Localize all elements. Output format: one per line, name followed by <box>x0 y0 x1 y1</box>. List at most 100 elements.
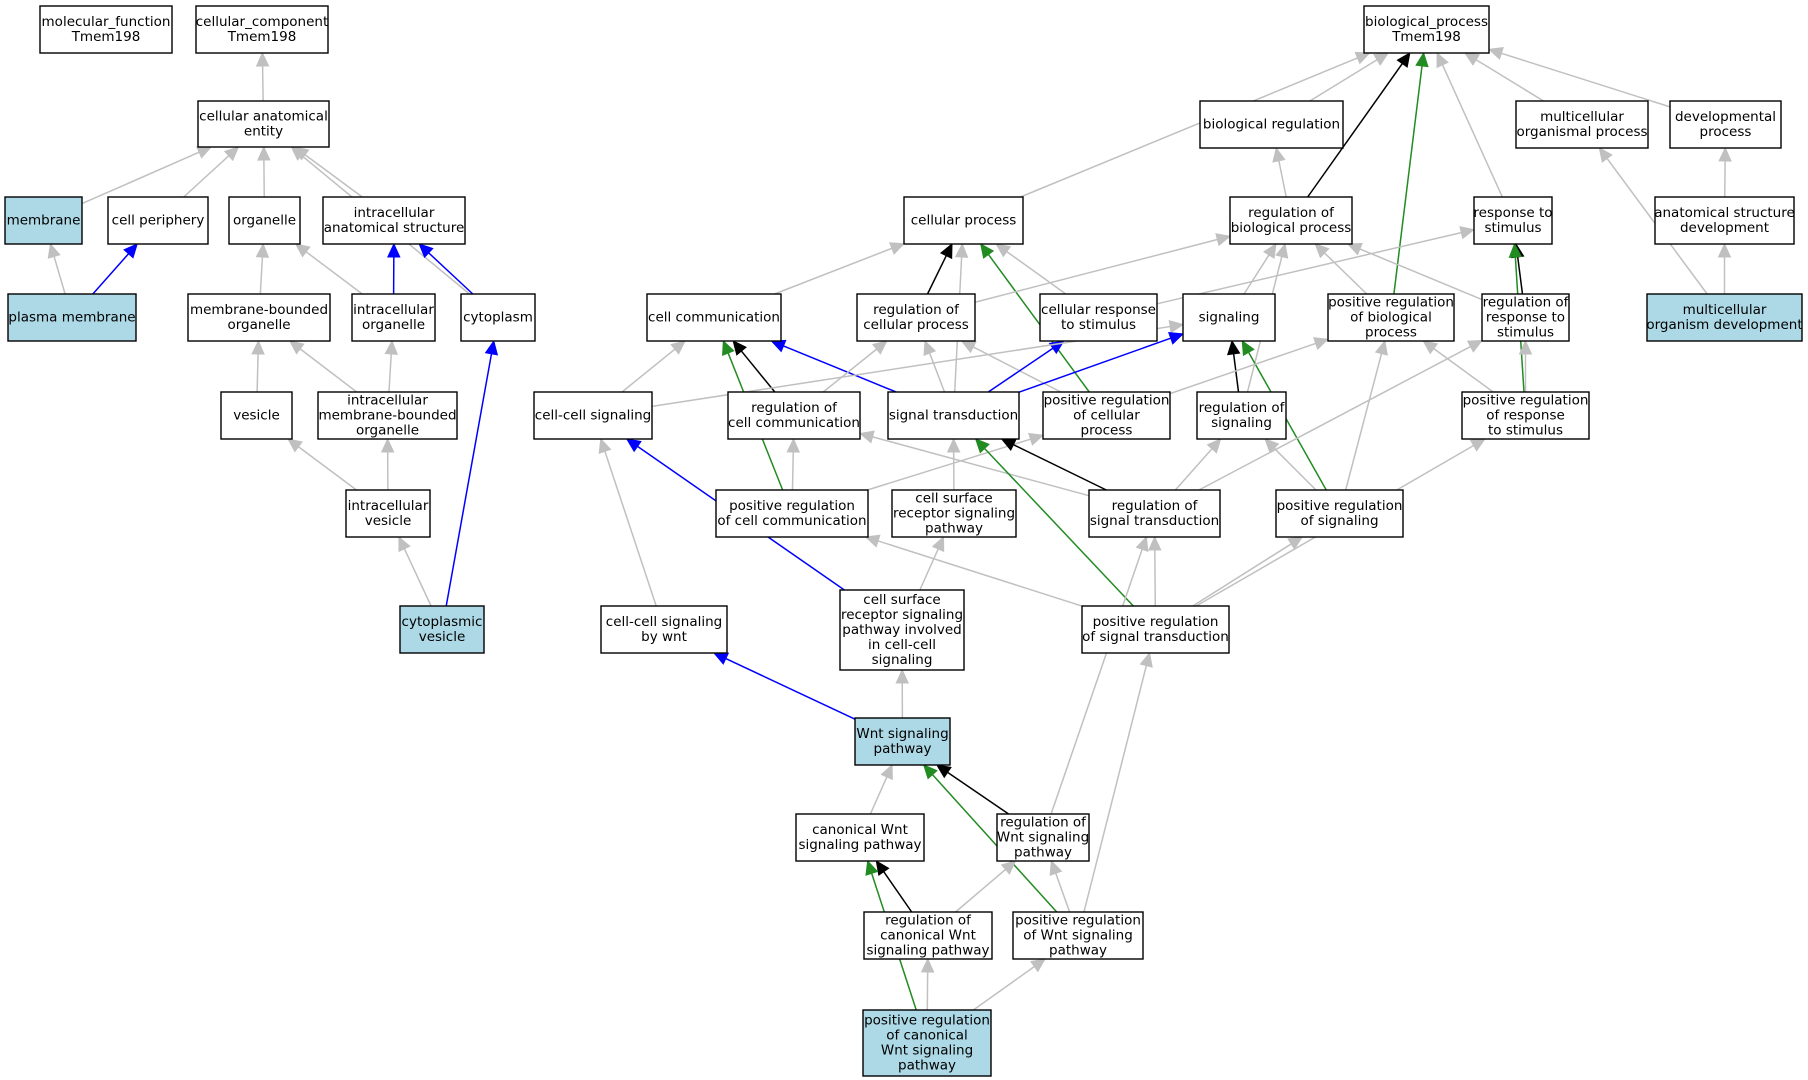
edge-line <box>1174 448 1213 491</box>
edge-is-a-cellp-to-bp <box>1020 51 1371 198</box>
edge-is-a-prst-to-rst <box>1148 535 1162 607</box>
arrowhead-icon <box>939 242 953 260</box>
arrowhead-icon <box>871 340 888 355</box>
node-box <box>903 196 1024 245</box>
edge-pos-regulates-prsig-to-signaling <box>1241 339 1327 491</box>
node-label: development <box>1680 220 1769 236</box>
edge-is-a-membrane-to-cae <box>81 146 213 205</box>
edge-line <box>403 548 432 607</box>
node-st[interactable]: signal transduction <box>887 391 1020 440</box>
node-label: canonical Wnt <box>812 822 908 838</box>
node-label: entity <box>244 124 283 140</box>
arrowhead-icon <box>294 243 311 258</box>
node-label: regulation of <box>873 302 960 318</box>
edge-line <box>822 348 878 393</box>
node-label: receptor signaling <box>841 607 963 623</box>
edge-is-a-rrs-to-rbp <box>1346 242 1483 301</box>
node-box <box>107 196 209 245</box>
node-label: positive regulation <box>1328 295 1454 311</box>
node-box <box>1363 5 1490 54</box>
node-box <box>1646 293 1803 342</box>
edge-line <box>974 238 1218 303</box>
node-box <box>460 293 536 342</box>
node-organelle[interactable]: organelle <box>228 196 301 245</box>
edge-line <box>1393 65 1423 295</box>
edge-is-a-rcwnt-to-rwnt <box>955 860 1017 913</box>
arrowhead-icon <box>770 339 787 353</box>
node-ccsig[interactable]: cell-cell signaling <box>533 391 653 440</box>
node-plasmam[interactable]: plasma membrane <box>7 293 137 342</box>
arrowhead-icon <box>995 243 1012 258</box>
edge-is-a-prrs-to-prbp <box>1422 340 1494 393</box>
arrowhead-icon <box>1168 331 1185 345</box>
edge-is-a-signaling-to-rbp <box>1243 242 1277 295</box>
edge-is-a-prcwnt-to-rcwnt <box>920 957 935 1011</box>
node-signaling[interactable]: signaling <box>1182 293 1276 342</box>
node-cytoplasm[interactable]: cytoplasm <box>460 293 536 342</box>
edge-line <box>725 657 856 720</box>
edge-line <box>740 350 776 393</box>
node-label: process <box>1365 325 1417 341</box>
node-label: stimulus <box>1497 325 1554 341</box>
node-bioreg[interactable]: biological regulation <box>1199 100 1344 149</box>
edge-is-a-imbo-to-mbo <box>288 340 358 393</box>
arrowhead-icon <box>1459 226 1476 240</box>
node-box <box>533 391 653 440</box>
edge-line <box>972 965 1035 1011</box>
edge-pos-regulates-prbp-to-bp <box>1393 51 1429 295</box>
edge-regulates-rcp-to-cellp <box>926 242 953 295</box>
node-cellcomm[interactable]: cell communication <box>646 293 782 342</box>
edge-line <box>1020 57 1358 198</box>
arrowhead-icon <box>732 340 747 356</box>
arrowhead-icon <box>895 668 910 684</box>
arrowhead-icon <box>875 860 890 876</box>
node-cellper[interactable]: cell periphery <box>107 196 209 245</box>
node-box <box>715 489 869 538</box>
node-vesicle[interactable]: vesicle <box>220 391 293 440</box>
edge-line <box>428 252 474 295</box>
edge-line <box>305 251 363 295</box>
node-cellp[interactable]: cellular process <box>903 196 1024 245</box>
node-membrane[interactable]: membrane <box>4 196 83 245</box>
arrowhead-icon <box>786 437 801 453</box>
node-label: process <box>1700 124 1752 140</box>
